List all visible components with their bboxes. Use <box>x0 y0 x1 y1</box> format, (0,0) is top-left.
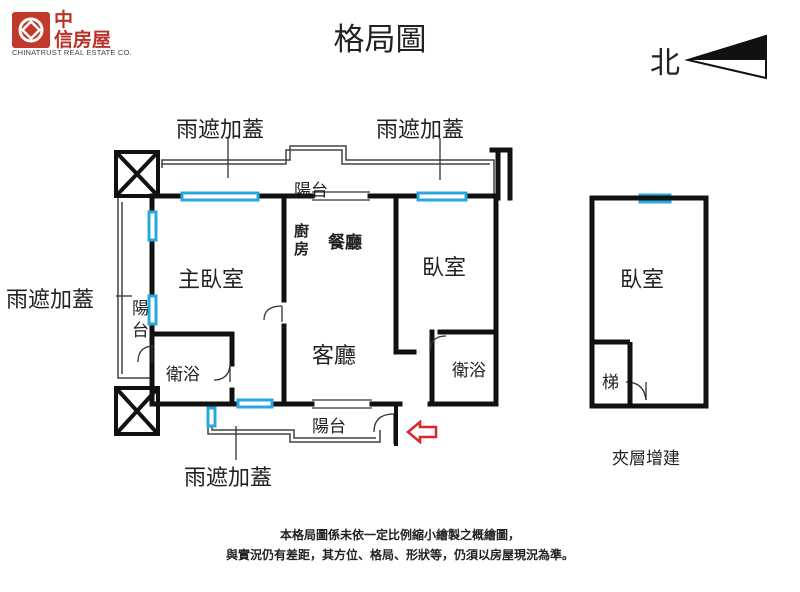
north-label: 北 <box>650 46 680 81</box>
balcony-top-label: 陽台 <box>294 181 328 201</box>
bath-left-label: 衛浴 <box>166 365 200 385</box>
north-arrow-icon <box>684 34 767 80</box>
disclaimer-line-2: 與實況仍有差距，其方位、格局、形狀等，仍須以房屋現況為準。 <box>225 548 574 562</box>
balcony-bottom-label: 陽台 <box>312 417 346 437</box>
bedroom-right-label: 臥室 <box>422 256 467 281</box>
loft-caption: 夾層增建 <box>612 449 680 469</box>
canopy-bottom-label: 雨遮加蓋 <box>184 466 273 491</box>
entrance-arrow-icon <box>406 419 438 445</box>
page-title: 格局圖 <box>333 22 427 58</box>
brand-name-line2: 信房屋 <box>54 29 112 51</box>
brand-name-en: CHINATRUST REAL ESTATE CO. <box>12 48 132 57</box>
living-room-label: 客廳 <box>312 344 357 369</box>
canopy-top-right-label: 雨遮加蓋 <box>376 118 465 143</box>
loft-bedroom-label: 臥室 <box>620 268 665 293</box>
disclaimer-line-1: 本格局圖係未依一定比例縮小繪製之概繪圖， <box>279 528 520 542</box>
dining-label: 餐廳 <box>328 233 362 253</box>
kitchen-label: 廚房 <box>294 222 310 258</box>
master-bedroom-label: 主臥室 <box>178 268 245 293</box>
canopy-top-left-label: 雨遮加蓋 <box>176 118 265 143</box>
brand-name: 中 信房屋 <box>54 10 111 50</box>
stairs-label: 梯 <box>602 373 619 393</box>
bath-right-label: 衛浴 <box>452 361 486 381</box>
brand-logo-icon <box>12 12 50 48</box>
canopy-left-label: 雨遮加蓋 <box>6 288 95 313</box>
brand-name-line1: 中 <box>54 9 74 31</box>
balcony-left-label: 陽台 <box>132 299 149 341</box>
